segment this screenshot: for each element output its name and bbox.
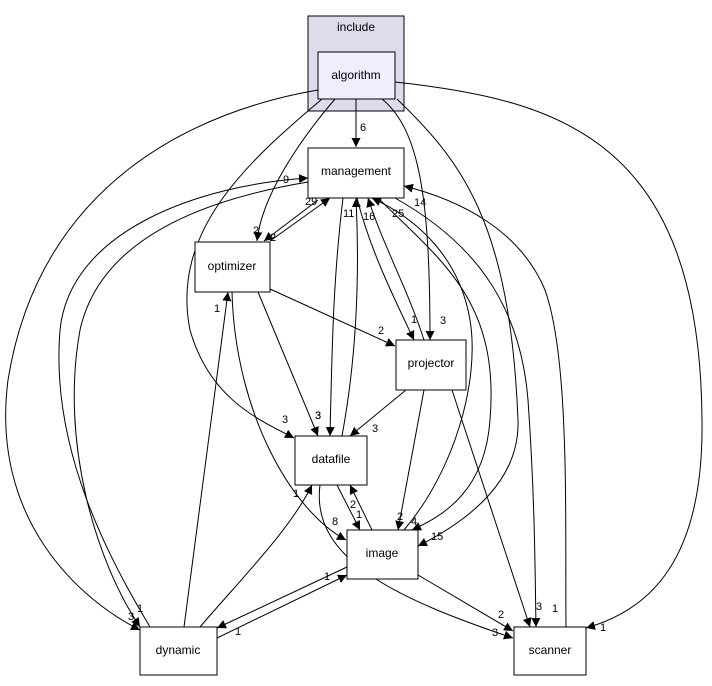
edge-label-algorithm-scanner: 1 <box>600 622 606 634</box>
node-scanner[interactable]: scanner <box>513 626 587 676</box>
node-label-projector: projector <box>408 356 455 370</box>
node-datafile[interactable]: datafile <box>294 435 368 486</box>
edge-algorithm-optimizer <box>253 98 336 242</box>
edge-label-algorithm-projector: 3 <box>440 315 446 327</box>
edge-dynamic-image <box>216 574 348 639</box>
edge-datafile-management <box>341 197 361 437</box>
edge-label-algorithm-dynamic: 3 <box>128 611 134 623</box>
edge-projector-datafile <box>349 389 407 437</box>
node-management[interactable]: management <box>307 147 405 199</box>
edge-label-management-dynamic: 1 <box>137 603 143 615</box>
edge-label-optimizer-image: 8 <box>332 516 338 528</box>
edge-image-datafile <box>349 484 373 531</box>
edge-projector-management <box>366 197 425 341</box>
edge-dynamic-optimizer <box>183 291 232 628</box>
edge-label-dynamic-optimizer: 1 <box>214 303 220 315</box>
edge-management-image <box>377 197 492 531</box>
edge-management-dynamic <box>73 181 309 628</box>
edge-label-dynamic-management: 9 <box>283 174 289 186</box>
edge-label-datafile-image: 2 <box>350 499 356 511</box>
edge-label-image-management: 25 <box>392 208 404 220</box>
edge-label-management-projector: 1 <box>411 314 417 326</box>
node-dynamic[interactable]: dynamic <box>139 626 218 676</box>
edge-label-management-datafile: 3 <box>315 410 321 422</box>
edge-label-projector-management: 16 <box>363 211 375 223</box>
node-label-algorithm: algorithm <box>331 68 380 82</box>
edge-algorithm-datafile <box>186 98 323 439</box>
edge-label-image-datafile: 1 <box>356 509 362 521</box>
edge-labels: 6 2 3 3 15 3 1 2 29 1 16 3 11 4 25 1 9 3… <box>128 122 606 639</box>
edge-label-algorithm-image: 15 <box>431 531 443 543</box>
edge-label-algorithm-management: 6 <box>360 122 366 134</box>
edge-management-projector <box>356 197 415 341</box>
edge-label-optimizer-projector: 2 <box>378 325 384 337</box>
edge-algorithm-image <box>396 98 519 547</box>
edge-label-dynamic-image: 1 <box>324 571 330 583</box>
node-label-scanner: scanner <box>529 643 572 657</box>
edge-dynamic-datafile <box>199 484 313 628</box>
edge-label-dynamic-datafile: 1 <box>293 488 299 500</box>
edge-image-scanner <box>417 574 514 632</box>
node-label-datafile: datafile <box>312 452 351 466</box>
node-label-management: management <box>321 164 392 178</box>
edge-dynamic-management <box>58 174 309 628</box>
edge-label-management-optimizer: 2 <box>270 232 276 244</box>
edge-label-algorithm-datafile: 3 <box>282 414 288 426</box>
node-projector[interactable]: projector <box>395 339 467 391</box>
node-image[interactable]: image <box>346 529 419 580</box>
node-label-dynamic: dynamic <box>156 643 201 657</box>
edge-label-projector-image: 2 <box>397 511 403 523</box>
edge-label-management-scanner: 3 <box>536 601 542 613</box>
edge-projector-image <box>395 389 425 531</box>
edge-label-image-scanner: 2 <box>498 609 504 621</box>
edge-algorithm-projector <box>381 98 435 341</box>
edge-projector-scanner <box>451 389 532 628</box>
edge-scanner-management <box>403 183 567 628</box>
edge-management-optimizer <box>263 199 319 242</box>
node-algorithm[interactable]: algorithm <box>317 51 396 100</box>
edge-label-optimizer-datafile: 3 <box>315 410 321 422</box>
edge-image-dynamic <box>216 566 348 629</box>
edge-label-datafile-scanner: 3 <box>492 627 498 639</box>
edge-label-projector-scanner: 1 <box>552 603 558 615</box>
node-optimizer[interactable]: optimizer <box>194 241 271 293</box>
edge-label-management-image: 4 <box>411 516 417 528</box>
edges <box>5 81 703 640</box>
edge-algorithm-dynamic <box>5 89 319 631</box>
node-label-image: image <box>366 546 399 560</box>
edge-optimizer-management <box>269 197 331 242</box>
edge-label-projector-datafile: 3 <box>372 423 378 435</box>
edge-management-scanner <box>394 197 541 628</box>
edge-management-datafile <box>325 197 344 437</box>
edge-algorithm-scanner <box>394 81 703 630</box>
edge-optimizer-projector <box>269 288 396 347</box>
edge-datafile-image <box>336 484 361 531</box>
edge-label-datafile-management: 11 <box>343 208 354 220</box>
edge-label-algorithm-optimizer: 2 <box>253 225 259 237</box>
edge-image-management <box>371 197 473 531</box>
edge-label-image-dynamic: 1 <box>235 626 241 638</box>
node-label-optimizer: optimizer <box>208 259 257 273</box>
edge-label-optimizer-management: 29 <box>305 196 317 208</box>
edge-optimizer-datafile <box>257 291 319 437</box>
cluster-label: include <box>337 20 375 34</box>
edge-label-scanner-management: 14 <box>414 197 426 209</box>
edge-optimizer-image <box>231 291 347 541</box>
